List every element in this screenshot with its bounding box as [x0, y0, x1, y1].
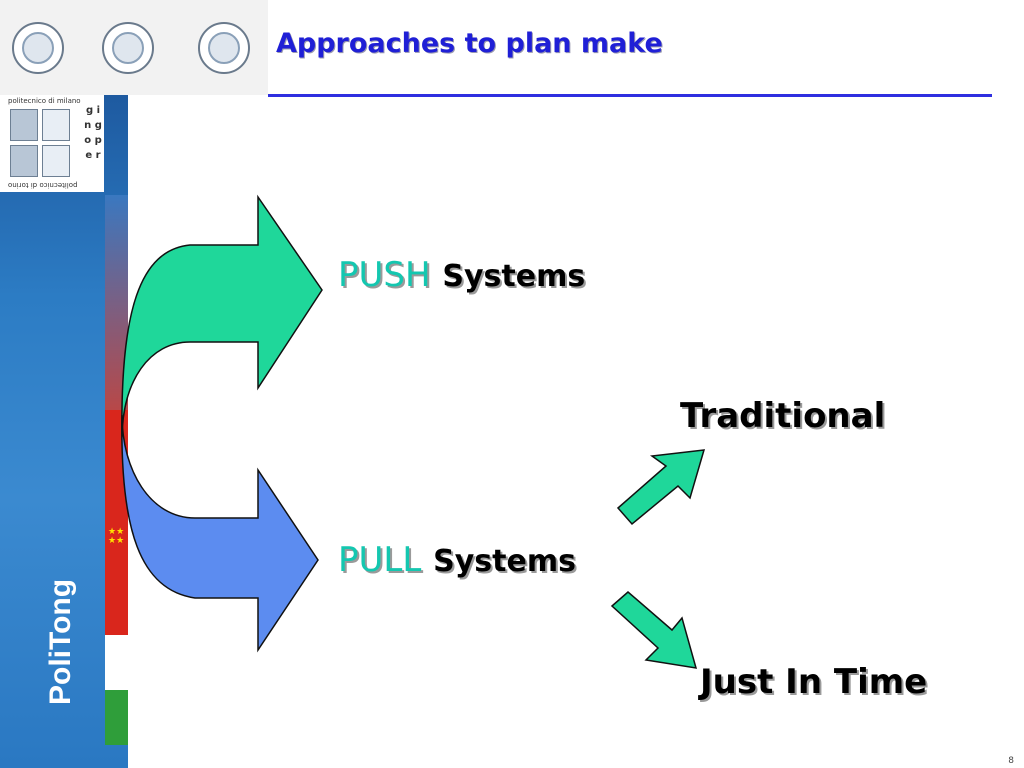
page-number: 8 [1008, 756, 1014, 766]
pull-label: PULL Systems [338, 540, 576, 580]
slide-title: Approaches to plan make [276, 28, 663, 59]
flag-stripe-green [105, 690, 128, 745]
traditional-label: Traditional [680, 396, 886, 436]
stars-icon: ★★★★ [108, 527, 125, 546]
push-suffix: Systems [442, 259, 586, 294]
push-label: PUSH Systems [338, 255, 585, 295]
logo-top-text: politecnico di milano [8, 97, 81, 105]
logo-quadrant-icon [10, 145, 38, 177]
traditional-arrow [616, 449, 706, 526]
flag-stripe-white [105, 635, 128, 690]
jit-label: Just In Time [700, 662, 928, 702]
logo-quadrant-icon [10, 109, 38, 141]
pull-suffix: Systems [433, 544, 576, 579]
pull-arrow [121, 414, 319, 653]
header-logos [0, 0, 268, 95]
pull-keyword: PULL [338, 540, 422, 580]
push-arrow [121, 194, 323, 441]
consortium-logo: politecnico di milano politecnico di tor… [0, 95, 104, 192]
jit-arrow [610, 591, 698, 669]
logo-quadrant-icon [42, 109, 70, 141]
logo-quadrant-icon [42, 145, 70, 177]
title-underline [268, 94, 992, 97]
push-keyword: PUSH [338, 255, 431, 295]
flag-stripe [105, 195, 128, 410]
logo-column-letters: g i n g o p e r [84, 105, 102, 161]
university-seal-icon [12, 22, 64, 74]
university-seal-icon [102, 22, 154, 74]
university-seal-icon [198, 22, 250, 74]
